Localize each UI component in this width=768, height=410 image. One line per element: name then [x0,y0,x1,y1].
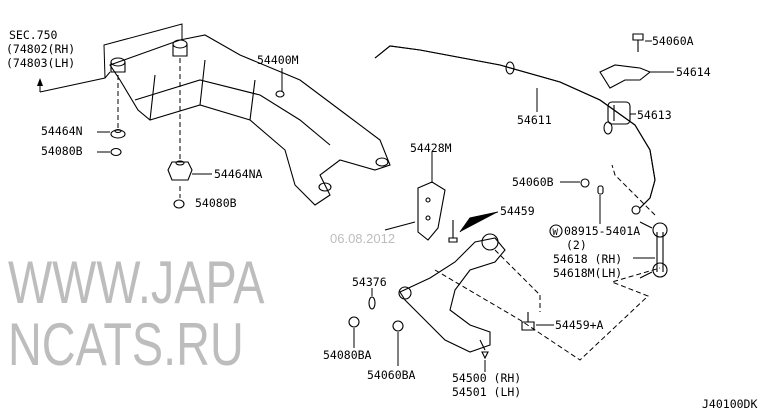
date-stamp: 06.08.2012 [330,231,395,246]
section-ref-label: SEC.750 [9,28,58,42]
nut-54080B-lower[interactable] [173,199,185,209]
label-54500[interactable]: 54500 (RH) [452,371,521,385]
label-54060BA[interactable]: 54060BA [367,368,416,382]
label-54618[interactable]: 54618 (RH) [553,252,622,266]
washer-symbol: W [553,228,559,238]
nut-54080B[interactable] [110,147,122,157]
label-54464NA[interactable]: 54464NA [214,167,263,181]
label-54060A[interactable]: 54060A [652,34,694,48]
bolt-54060BA[interactable] [392,320,404,332]
label-08915-qty: (2) [566,238,587,252]
clamp-54614[interactable] [599,64,652,89]
arrow-icon [37,78,43,86]
crossmember-54400M[interactable] [109,34,391,206]
label-54376[interactable]: 54376 [352,275,387,289]
nut-54060B[interactable] [580,178,590,188]
washer-54376[interactable] [368,296,376,310]
label-54459A[interactable]: 54459+A [555,318,604,332]
label-54459[interactable]: 54459 [500,204,535,218]
insulator-54464N[interactable] [110,128,126,139]
section-ref-lh: (74803(LH) [6,56,75,70]
label-54611[interactable]: 54611 [517,113,552,127]
washer-symbol-icon [549,224,563,238]
label-54060B[interactable]: 54060B [512,175,554,189]
label-54080BA[interactable]: 54080BA [323,348,372,362]
nut-stabilizer-end[interactable] [631,205,641,215]
stabilizer-bar-54611[interactable] [374,45,656,209]
lower-arm-54500[interactable] [398,233,506,360]
bolt-54459[interactable] [448,220,458,243]
diagram-code: J40100DK [702,397,757,410]
label-54080B[interactable]: 54080B [41,144,83,158]
label-54614[interactable]: 54614 [676,65,711,79]
bolt-54459A[interactable] [521,312,535,331]
insulator-54464NA[interactable] [167,160,193,181]
watermark: WWW.JAPANCATS.RU [8,249,265,378]
label-54428M[interactable]: 54428M [410,141,452,155]
label-54613[interactable]: 54613 [637,108,672,122]
label-54501[interactable]: 54501 (LH) [452,385,521,399]
label-54464N[interactable]: 54464N [41,124,83,138]
washer-08915[interactable] [597,185,604,195]
stabilizer-link-54618[interactable] [639,221,668,279]
section-ref-rh: (74802(RH) [6,42,75,56]
label-54618M[interactable]: 54618M(LH) [553,266,622,280]
label-08915-5401A[interactable]: 08915-5401A [564,224,640,238]
label-54080B-lower[interactable]: 54080B [195,196,237,210]
bushing-54613[interactable] [607,101,631,125]
nut-54080BA[interactable] [348,316,360,328]
label-54400M[interactable]: 54400M [257,53,299,67]
bolt-54060A[interactable] [632,33,644,52]
